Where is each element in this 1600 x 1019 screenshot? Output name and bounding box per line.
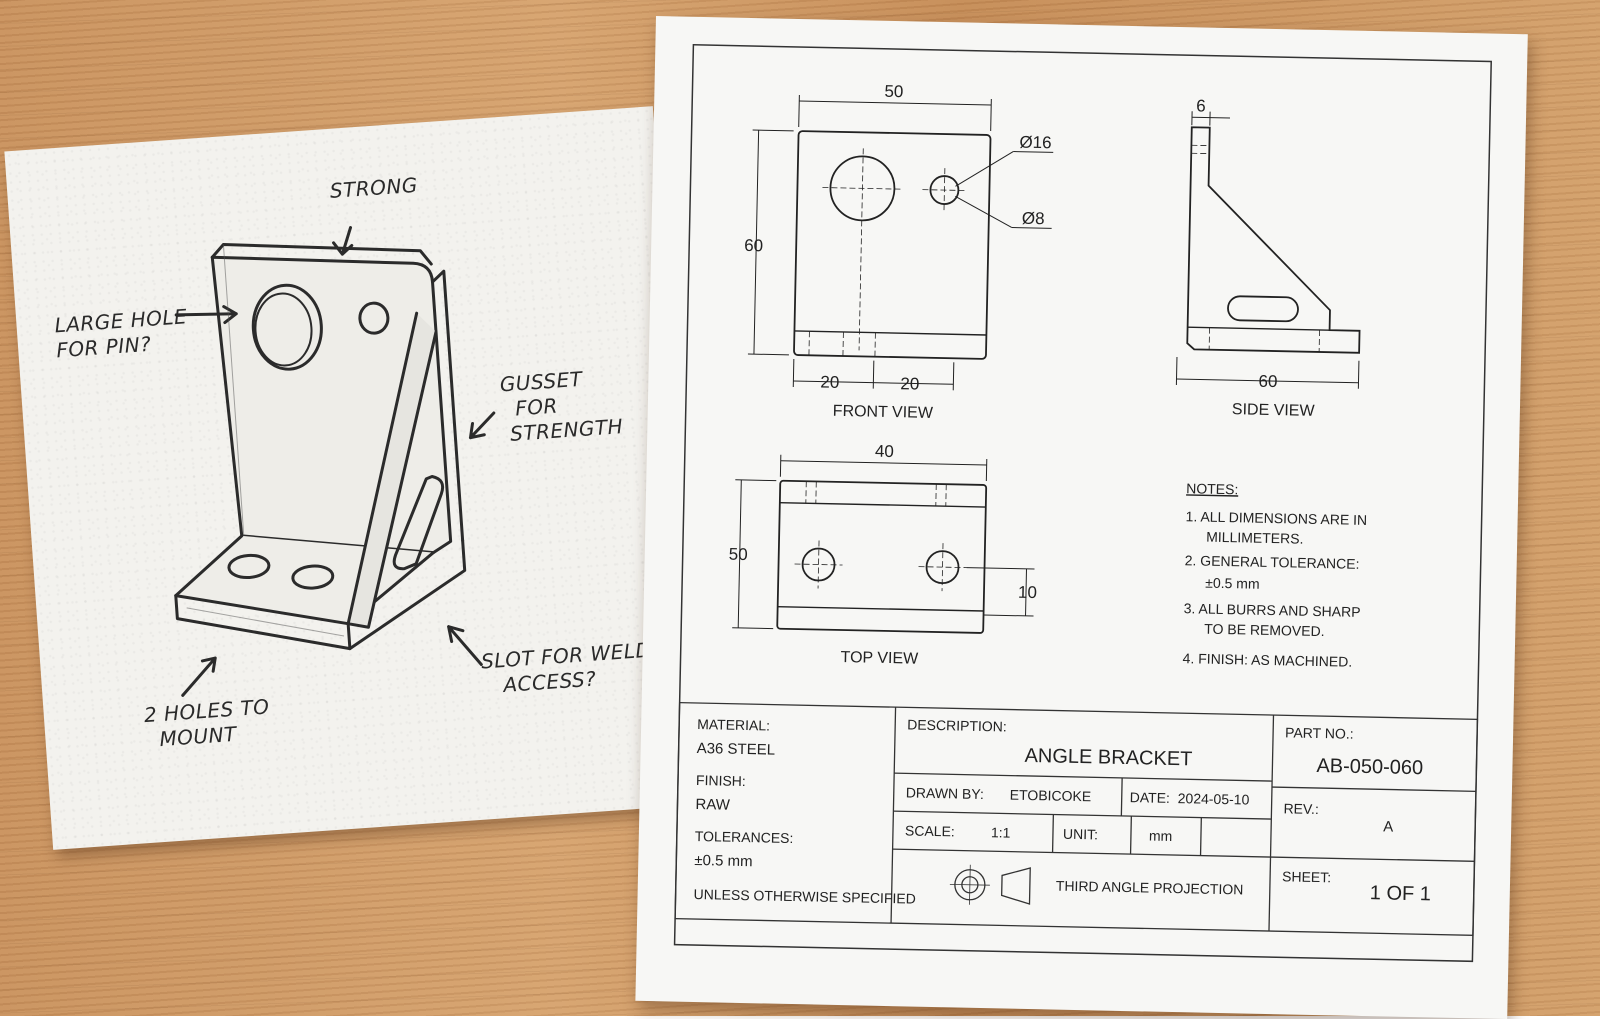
front-dim-hole-small: Ø8 (1022, 209, 1045, 228)
scale-value: 1:1 (991, 824, 1011, 840)
unit-label: UNIT: (1063, 826, 1098, 843)
top-dim-width: 40 (875, 442, 894, 461)
front-dim-right: 20 (900, 374, 919, 393)
technical-drawing: 50 60 Ø16 Ø8 20 20 FRONT VIEW (635, 16, 1527, 1019)
front-dim-height: 60 (744, 236, 763, 255)
napkin-sketch: STRONG LARGE HOLE FOR PIN? GUSSET FOR ST… (4, 106, 701, 850)
notes-heading: NOTES: (1186, 480, 1238, 497)
description-label: DESCRIPTION: (907, 716, 1007, 734)
sheet-value: 1 OF 1 (1370, 882, 1432, 905)
note-3b: TO BE REMOVED. (1204, 621, 1325, 640)
front-dim-left: 20 (820, 373, 839, 392)
front-dim-hole-large: Ø16 (1019, 133, 1052, 153)
top-view-label: TOP VIEW (840, 649, 919, 668)
sheet-label: SHEET: (1282, 868, 1331, 885)
note-1b: MILLIMETERS. (1206, 529, 1304, 547)
rev-label: REV.: (1283, 800, 1319, 817)
top-dim-height: 50 (729, 545, 748, 564)
description-value: ANGLE BRACKET (1024, 745, 1192, 771)
front-view (747, 94, 1054, 392)
material-label: MATERIAL: (697, 716, 770, 734)
side-dim-thickness: 6 (1196, 96, 1206, 115)
bracket-sketch (4, 106, 701, 850)
note-4: 4. FINISH: AS MACHINED. (1182, 650, 1352, 670)
drawn-by-value: ETOBICOKE (1010, 787, 1092, 805)
top-view (732, 454, 1037, 634)
side-view (1176, 111, 1364, 389)
finish-label: FINISH: (696, 772, 746, 789)
note-3a: 3. ALL BURRS AND SHARP (1184, 600, 1361, 620)
front-dim-width: 50 (884, 82, 903, 101)
date-value: 2024-05-10 (1178, 790, 1250, 808)
part-no-label: PART NO.: (1285, 724, 1354, 741)
part-no-value: AB-050-060 (1316, 755, 1423, 779)
side-view-label: SIDE VIEW (1232, 401, 1316, 420)
note-1a: 1. ALL DIMENSIONS ARE IN (1185, 508, 1367, 528)
unless-specified: UNLESS OTHERWISE SPECIFIED (693, 886, 916, 907)
material-value: A36 STEEL (696, 740, 775, 759)
tolerances-label: TOLERANCES: (695, 828, 794, 846)
rev-value: A (1383, 818, 1393, 835)
drawn-by-label: DRAWN BY: (906, 784, 984, 802)
scale-label: SCALE: (905, 822, 955, 839)
note-large-hole: LARGE HOLE FOR PIN? (54, 304, 190, 363)
top-dim-offset: 10 (1018, 583, 1037, 602)
note-mount: 2 HOLES TO MOUNT (143, 694, 272, 753)
technical-drawing-sheet: 50 60 Ø16 Ø8 20 20 FRONT VIEW (635, 16, 1527, 1019)
tolerances-value: ±0.5 mm (694, 852, 753, 870)
projection-label: THIRD ANGLE PROJECTION (1056, 878, 1244, 898)
note-gusset: GUSSET FOR STRENGTH (499, 364, 624, 447)
side-dim-depth: 60 (1258, 372, 1277, 391)
note-2b: ±0.5 mm (1205, 575, 1260, 592)
note-2a: 2. GENERAL TOLERANCE: (1185, 552, 1360, 572)
finish-value: RAW (695, 796, 731, 814)
date-label: DATE: (1130, 789, 1171, 806)
unit-value: mm (1149, 828, 1173, 844)
front-view-label: FRONT VIEW (833, 403, 934, 422)
